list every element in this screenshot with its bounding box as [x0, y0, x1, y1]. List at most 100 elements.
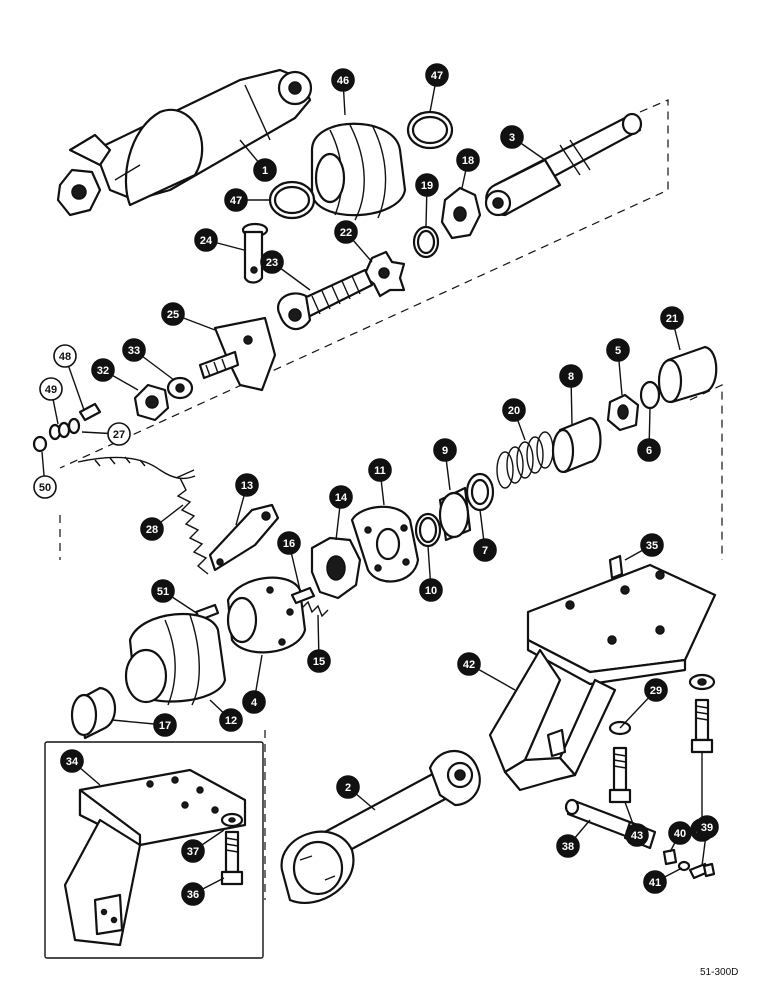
part-5-lock-nut: [606, 393, 640, 432]
callout-1: 1: [253, 158, 277, 182]
callout-19: 19: [415, 173, 439, 197]
callout-circle-39: [695, 815, 719, 839]
callout-17: 17: [153, 713, 177, 737]
callout-5: 5: [606, 338, 630, 362]
part-47-retaining-ring-lower: [268, 180, 316, 220]
callout-circle-19: [415, 173, 439, 197]
callout-label-8: 8: [568, 371, 574, 383]
part-6-circlip: [639, 380, 661, 410]
callout-circle-16: [277, 531, 301, 555]
callout-circle-5: [606, 338, 630, 362]
part-17-ring: [70, 686, 117, 740]
callout-label-18: 18: [462, 155, 474, 167]
callout-label-23: 23: [266, 257, 278, 269]
callout-33: 33: [122, 338, 146, 362]
callout-label-39: 39: [701, 822, 713, 834]
callout-label-38: 38: [562, 841, 574, 853]
callout-label-28: 28: [146, 524, 158, 536]
callout-circle-3: [500, 125, 524, 149]
callout-37: 37: [181, 839, 205, 863]
part-23-eye-bolt: [277, 268, 374, 331]
callout-21: 21: [660, 306, 684, 330]
part-46-protective-boot: [310, 122, 407, 221]
callout-49: 49: [39, 377, 63, 401]
callout-circle-8: [559, 364, 583, 388]
part-2-yoke-tube: [280, 749, 481, 904]
callout-circle-50: [33, 475, 57, 499]
callout-circle-34: [60, 749, 84, 773]
callout-circle-32: [91, 358, 115, 382]
callout-label-47: 47: [230, 195, 242, 207]
callout-label-41: 41: [649, 877, 661, 889]
callout-label-9: 9: [442, 445, 448, 457]
callout-circle-2: [336, 775, 360, 799]
callout-label-48: 48: [59, 351, 71, 363]
callout-circle-24: [194, 228, 218, 252]
callout-11: 11: [368, 458, 392, 482]
part-18-castle-nut: [440, 186, 482, 240]
callout-circle-13: [235, 473, 259, 497]
callout-label-42: 42: [463, 659, 475, 671]
callout-label-27: 27: [113, 429, 125, 441]
part-16-bolt: [290, 586, 316, 605]
part-33-washer: [166, 376, 194, 400]
callout-42: 42: [457, 652, 481, 676]
callout-circle-38: [556, 834, 580, 858]
callout-38: 38: [556, 834, 580, 858]
part-13-lever-arm: [208, 503, 280, 572]
callout-circle-22: [334, 220, 358, 244]
callout-circle-20: [502, 398, 526, 422]
part-47-retaining-ring-upper: [406, 110, 454, 150]
part-15-spring: [301, 600, 329, 618]
callout-label-36: 36: [187, 889, 199, 901]
callout-label-25: 25: [167, 309, 179, 321]
callout-label-29: 29: [650, 685, 662, 697]
callout-circle-25: [161, 302, 185, 326]
callout-label-24: 24: [200, 235, 213, 247]
callout-41: 41: [643, 870, 667, 894]
callout-label-16: 16: [283, 538, 295, 550]
callout-36: 36: [181, 882, 205, 906]
callout-circle-10: [419, 578, 443, 602]
callout-circle-51: [151, 579, 175, 603]
callout-50: 50: [33, 475, 57, 499]
callout-circle-14: [329, 485, 353, 509]
callout-circle-33: [122, 338, 146, 362]
callout-18: 18: [456, 148, 480, 172]
callout-4: 4: [242, 690, 266, 714]
callout-27: 27: [107, 422, 131, 446]
callout-label-13: 13: [241, 480, 253, 492]
callout-circle-49: [39, 377, 63, 401]
callout-circle-29: [644, 678, 668, 702]
callout-10: 10: [419, 578, 443, 602]
callout-22: 22: [334, 220, 358, 244]
callout-circle-37: [181, 839, 205, 863]
part-40-sleeve: [662, 848, 678, 866]
callout-6: 6: [637, 438, 661, 462]
part-28-tension-spring: [175, 469, 209, 575]
callout-23: 23: [260, 250, 284, 274]
part-3-drive-shaft: [484, 112, 643, 217]
callout-label-43: 43: [631, 830, 643, 842]
callout-47: 47: [224, 188, 248, 212]
callout-35: 35: [640, 533, 664, 557]
callout-label-32: 32: [97, 365, 109, 377]
callout-label-37: 37: [187, 846, 199, 858]
inset-alternate-bracket: [44, 741, 264, 959]
callout-label-21: 21: [666, 313, 678, 325]
callout-39: 39: [695, 815, 719, 839]
callout-circle-47: [224, 188, 248, 212]
callout-2: 2: [336, 775, 360, 799]
callout-circle-15: [307, 649, 331, 673]
callout-circle-7: [473, 538, 497, 562]
part-50-ring: [32, 435, 48, 453]
callout-label-34: 34: [66, 756, 79, 768]
callout-label-33: 33: [128, 345, 140, 357]
callout-circle-12: [219, 708, 243, 732]
callout-circle-6: [637, 438, 661, 462]
part-44-bolt: [690, 698, 714, 754]
callout-34: 34: [60, 749, 84, 773]
callout-label-19: 19: [421, 180, 433, 192]
callout-circle-17: [153, 713, 177, 737]
